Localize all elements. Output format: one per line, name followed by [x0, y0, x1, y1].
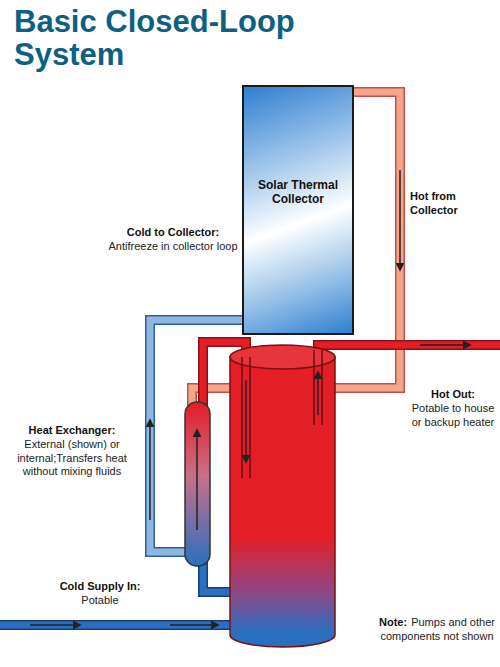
cold-supply-pipe	[0, 625, 256, 626]
note-text: Note:Pumps and other components not show…	[378, 616, 496, 644]
callout-heading: Hot from Collector	[410, 190, 496, 218]
flow-callout: Hot from Collector	[410, 190, 496, 218]
callout-text: Antifreeze in collector loop	[108, 240, 238, 254]
callout-text: Potable to house or backup heater	[410, 402, 496, 430]
callout-text: External (shown) or internal;Transfers h…	[4, 438, 140, 479]
callout-heading: Hot Out:	[410, 388, 496, 402]
callout-heading: Cold Supply In:	[40, 580, 160, 594]
exchanger-callout: Heat Exchanger:External (shown) or inter…	[4, 424, 140, 479]
tank-inner-pipes	[242, 350, 322, 478]
callout-heading: Cold to Collector:	[108, 226, 238, 240]
callout-heading: Heat Exchanger:	[4, 424, 140, 438]
storage-tank	[230, 345, 335, 647]
node-label: Solar Thermal Collector	[250, 178, 346, 207]
solar-collector: Solar Thermal Collector	[242, 85, 354, 335]
loop-callout: Cold to Collector:Antifreeze in collecto…	[108, 226, 238, 254]
callout-heading: Note:	[379, 616, 407, 628]
callout-text: Potable	[40, 594, 160, 608]
diagram-title: Basic Closed-Loop System	[14, 6, 344, 71]
heat-exchanger	[185, 402, 210, 566]
inlet-callout: Cold Supply In:Potable	[40, 580, 160, 608]
outlet-callout: Hot Out:Potable to house or backup heate…	[410, 388, 496, 429]
